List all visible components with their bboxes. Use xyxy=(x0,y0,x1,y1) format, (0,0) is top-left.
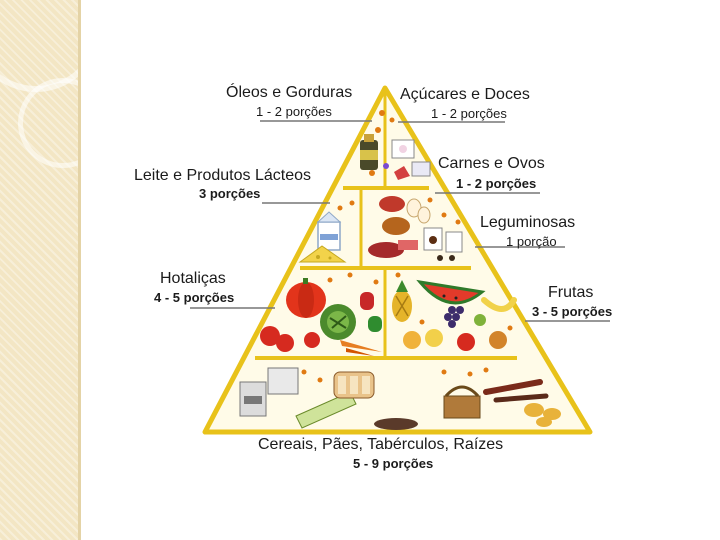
root-icon xyxy=(483,379,549,403)
vegetables-servings: 4 - 5 porções xyxy=(154,290,235,305)
pumpkin-icon xyxy=(286,278,326,318)
carrot-icon xyxy=(340,340,382,356)
cereals-title: Cereais, Pães, Tabérculos, Raízes xyxy=(258,436,504,453)
meat-drops-icon xyxy=(427,197,461,225)
pasta-icon xyxy=(295,391,357,429)
fruits-title: Frutas xyxy=(548,284,594,301)
egg-icon xyxy=(406,198,431,224)
sidebar-edge xyxy=(78,0,81,540)
potato-icon xyxy=(524,403,561,427)
fruit-drops-icon xyxy=(395,272,513,331)
sugars-title: Açúcares e Doces xyxy=(400,86,530,103)
bread-icon xyxy=(333,371,375,399)
decorative-sidebar xyxy=(0,0,108,540)
decorative-ring xyxy=(18,78,108,168)
legumes-title: Leguminosas xyxy=(480,214,576,231)
legumes-servings: 1 porção xyxy=(506,234,557,249)
rice-bag-icon xyxy=(239,367,299,417)
cereal-drops-icon xyxy=(301,367,489,383)
veg-drops-icon xyxy=(327,272,379,285)
oil-drops-icon xyxy=(369,110,395,176)
dairy-servings: 3 porções xyxy=(199,186,261,201)
apple-icon xyxy=(403,314,507,351)
basket-icon xyxy=(443,385,481,419)
cheese-icon xyxy=(298,245,347,263)
pineapple-icon xyxy=(392,280,412,322)
banana-icon xyxy=(481,297,517,312)
sweets-icon xyxy=(383,139,431,180)
dairy-drops-icon xyxy=(337,200,355,211)
watermelon-icon xyxy=(416,279,486,305)
cabbage-icon xyxy=(320,304,356,340)
meat-icon xyxy=(368,196,418,258)
cereals-servings: 5 - 9 porções xyxy=(353,456,434,471)
sugars-servings: 1 - 2 porções xyxy=(431,106,507,121)
label-connectors xyxy=(190,120,610,322)
vegetables-title: Hotaliças xyxy=(160,270,226,287)
pepper-icon xyxy=(360,292,382,332)
oil-bottle-icon xyxy=(360,134,378,170)
oils-servings: 1 - 2 porções xyxy=(256,104,332,119)
oils-title: Óleos e Gorduras xyxy=(226,84,353,101)
flour-bowl-icon xyxy=(374,418,418,430)
beans-icon xyxy=(423,227,463,261)
fruits-servings: 3 - 5 porções xyxy=(532,304,613,319)
milk-carton-icon xyxy=(316,211,342,251)
meats-servings: 1 - 2 porções xyxy=(456,176,537,191)
grapes-icon xyxy=(444,306,464,328)
dairy-title: Leite e Produtos Lácteos xyxy=(134,167,312,184)
tomato-icon xyxy=(260,326,320,352)
meats-title: Carnes e Ovos xyxy=(438,155,545,172)
